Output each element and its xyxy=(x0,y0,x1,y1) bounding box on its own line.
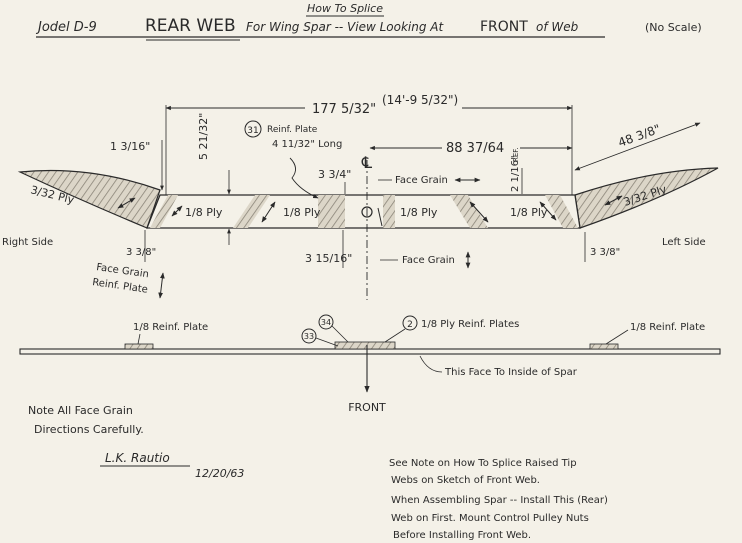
dim-web-height: 5 21/32" xyxy=(197,113,210,160)
center-reinf-plate-right xyxy=(383,195,395,228)
note2-line2: Webs on Sketch of Front Web. xyxy=(391,475,540,486)
note3-line3: Before Installing Front Web. xyxy=(393,530,531,541)
face-grain-top: Face Grain xyxy=(395,175,448,186)
reinf-plate-left: Reinf. Plate xyxy=(92,277,149,296)
ply-label-1: 1/8 Ply xyxy=(185,206,223,219)
signature-date: 12/20/63 xyxy=(195,467,244,480)
aircraft-name: Jodel D-9 xyxy=(35,20,97,35)
grain-arrow-5 xyxy=(539,201,557,221)
dim-overall-ft: (14'-9 5/32") xyxy=(382,93,458,107)
grain-arrow-3 xyxy=(377,207,383,227)
note1-line1: Note All Face Grain xyxy=(28,404,133,417)
ply-label-3: 1/8 Ply xyxy=(400,206,438,219)
grain-arrow-tip-left xyxy=(604,195,623,206)
callout-2-leader xyxy=(384,328,406,343)
callout-31-number: 31 xyxy=(247,126,258,136)
face-grain-left-arrow xyxy=(158,272,165,299)
section-reinf-right-label: 1/8 Reinf. Plate xyxy=(630,322,705,333)
dim-tip-height-left: 3 3/8" xyxy=(590,247,620,258)
dim-ref: 2 1/16" xyxy=(510,155,521,192)
dim-ref-label: REF. xyxy=(512,148,520,162)
inside-face-label: This Face To Inside of Spar xyxy=(444,367,578,378)
callout-31-circle xyxy=(244,120,262,138)
dim-overall: 177 5/32" xyxy=(312,102,376,117)
dim-to-center: 88 37/64 xyxy=(446,141,504,156)
callout-2-circle xyxy=(402,315,418,331)
no-scale-label: (No Scale) xyxy=(645,21,702,34)
grain-arrow-2 xyxy=(261,201,276,223)
right-side-tip-ply xyxy=(17,169,161,229)
how-to-splice-label: How To Splice xyxy=(307,2,383,15)
note3-line2: Web on First. Mount Control Pulley Nuts xyxy=(391,513,589,524)
callout-31-label: Reinf. Plate xyxy=(267,125,318,135)
grain-arrow-4 xyxy=(469,201,489,223)
left-side-label: Left Side xyxy=(662,237,706,248)
left-side-tip-ply xyxy=(574,167,719,229)
dim-tip-drop-left: 1 3/16" xyxy=(110,140,150,153)
dim-tip-height-right: 3 3/8" xyxy=(126,247,156,258)
title-front: FRONT xyxy=(480,19,528,35)
section-reinf-left xyxy=(124,343,154,350)
inside-face-leader xyxy=(419,355,443,373)
dim-center-offset: 3 3/4" xyxy=(318,168,351,181)
plate-length: 4 11/32" Long xyxy=(272,139,342,150)
callout-33-number: 33 xyxy=(304,332,314,341)
callout-2-number: 2 xyxy=(407,320,413,330)
center-reinf-plate-left xyxy=(318,195,345,228)
splice-strip-1 xyxy=(150,195,178,228)
dim-tip-length-line xyxy=(574,122,701,171)
splice-strip-2 xyxy=(233,195,270,228)
grain-arrow-tip-right xyxy=(117,197,136,209)
face-grain-bottom: Face Grain xyxy=(402,255,455,266)
signature: L.K. Rautio xyxy=(105,451,170,465)
ply-label-4: 1/8 Ply xyxy=(510,206,548,219)
section-reinf-left-leader xyxy=(137,333,141,345)
callout-33-leader xyxy=(315,337,339,347)
right-side-label: Right Side xyxy=(2,237,53,248)
section-web xyxy=(19,348,721,355)
ply-label-2: 1/8 Ply xyxy=(283,206,321,219)
callout-34-leader xyxy=(331,325,349,343)
section-reinf-right-leader xyxy=(605,329,629,345)
section-reinf-left-label: 1/8 Reinf. Plate xyxy=(133,322,208,333)
grain-arrow-1 xyxy=(171,205,183,217)
title-of-web: of Web xyxy=(536,20,579,34)
front-label: FRONT xyxy=(348,401,386,414)
callout-31-leader xyxy=(289,157,319,199)
callout-33-circle xyxy=(301,328,317,344)
section-reinf-center xyxy=(334,341,396,350)
callout-34-number: 34 xyxy=(321,318,331,327)
dim-bottom-offset: 3 15/16" xyxy=(305,252,352,265)
note3-line1: When Assembling Spar -- Install This (Re… xyxy=(391,495,608,506)
title-rear-web: REAR WEB xyxy=(145,16,236,36)
note2-line1: See Note on How To Splice Raised Tip xyxy=(389,458,577,469)
note1-line2: Directions Carefully. xyxy=(34,423,144,436)
title-rest: For Wing Spar -- View Looking At xyxy=(246,20,444,34)
section-reinf-right xyxy=(589,343,619,350)
callout-34-circle xyxy=(318,314,334,330)
centerline-symbol: ℄ xyxy=(361,153,373,172)
section-reinf-center-label: 1/8 Ply Reinf. Plates xyxy=(421,319,519,330)
